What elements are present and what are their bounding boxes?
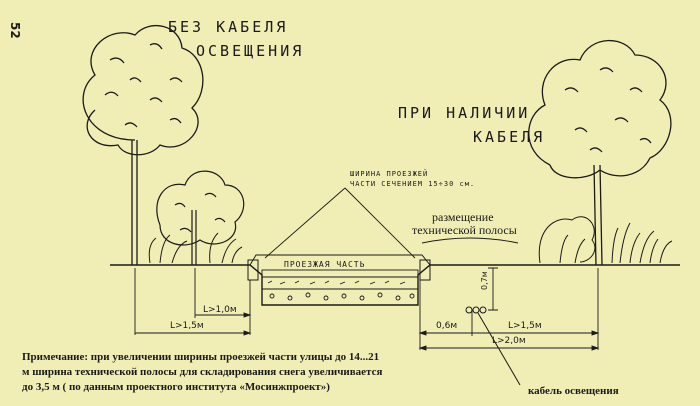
tree-right-tall — [528, 39, 672, 266]
dim-right-1: 0,6м — [436, 321, 458, 331]
right-dimension-lines — [418, 267, 600, 351]
note-line-1: Примечание: при увеличении ширины проезж… — [22, 351, 380, 363]
left-dimension-lines — [134, 268, 252, 336]
dim-depth: 0,7м — [480, 271, 489, 290]
label-road-width-2: ЧАСТИ СЕЧЕНИЕМ 15÷30 см. — [350, 180, 476, 188]
dim-left-1: L>1,0м — [203, 305, 237, 315]
note-line-3: до 3,5 м ( по данным проектного институт… — [22, 381, 330, 393]
label-cable: кабель освещения — [528, 385, 619, 397]
shrub-right — [538, 216, 673, 264]
label-tech-strip-1: размещение — [432, 210, 494, 224]
tree-left-tall — [82, 25, 204, 265]
dim-left-2: L>1,5м — [170, 321, 204, 331]
road-layers — [261, 269, 419, 306]
label-without-cable-1: БЕЗ КАБЕЛЯ — [168, 18, 289, 36]
note-line-2: м ширина технической полосы для складиро… — [22, 366, 383, 378]
curbs — [247, 259, 431, 281]
label-with-cable-2: КАБЕЛЯ — [473, 128, 546, 146]
label-tech-strip-2: технической полосы — [412, 223, 517, 237]
label-roadway: ПРОЕЗЖАЯ ЧАСТЬ — [284, 260, 366, 269]
dim-right-2: L>1,5м — [508, 321, 542, 331]
label-road-width-1: ШИРИНА ПРОЕЗЖЕЙ — [350, 170, 429, 178]
label-without-cable-2: ОСВЕЩЕНИЯ — [196, 42, 305, 60]
tech-strip-bracket — [421, 237, 519, 244]
cable-symbol — [465, 306, 521, 386]
tree-left-small — [156, 170, 245, 265]
shrub-left — [148, 232, 243, 264]
dim-right-3: L>2,0м — [492, 336, 526, 346]
road-width-leaders — [264, 187, 416, 259]
label-with-cable-1: ПРИ НАЛИЧИИ — [398, 104, 531, 122]
page-number: 52 — [8, 22, 22, 39]
